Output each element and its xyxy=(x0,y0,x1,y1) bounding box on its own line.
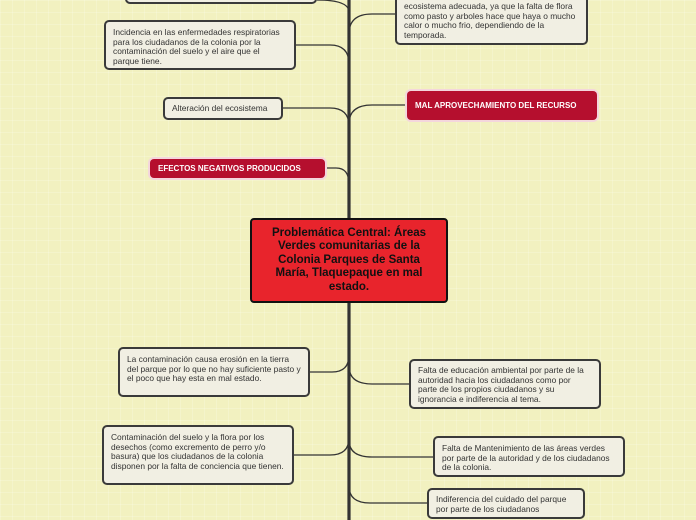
connector-efectos xyxy=(325,167,350,185)
alteracion-node[interactable]: Alteración del ecosistema xyxy=(163,97,283,120)
central-topic[interactable]: Problemática Central: Áreas Verdes comun… xyxy=(250,218,448,303)
incidencia-text: Incidencia en las enfermedades respirato… xyxy=(113,27,280,66)
educacion-text: Falta de educación ambiental por parte d… xyxy=(418,365,584,404)
mal-aprovechamiento-text: MAL APROVECHAMIENTO DEL RECURSO xyxy=(415,100,577,110)
erosion-text: La contaminación causa erosión en la tie… xyxy=(127,354,301,384)
alteracion-text: Alteración del ecosistema xyxy=(172,102,268,113)
mantenimiento-text: Falta de Mantenimiento de las áreas verd… xyxy=(442,443,610,473)
connector-mal-aprovechamiento xyxy=(348,104,407,125)
connector-educacion xyxy=(348,365,409,385)
connector-contaminacion xyxy=(294,437,350,456)
efectos-negativos-tag[interactable]: EFECTOS NEGATIVOS PRODUCIDOS xyxy=(150,159,325,178)
contaminacion-suelo-text: Contaminación del suelo y la flora por l… xyxy=(111,432,284,471)
connector-right-top xyxy=(348,13,395,35)
indiferencia-node[interactable]: Indiferencia del cuidado del parque por … xyxy=(427,488,585,519)
connector-alteracion xyxy=(283,107,350,127)
erosion-node[interactable]: La contaminación causa erosión en la tie… xyxy=(118,347,310,397)
connector-erosion xyxy=(310,354,350,373)
efectos-negativos-text: EFECTOS NEGATIVOS PRODUCIDOS xyxy=(158,163,301,173)
central-topic-text: Problemática Central: Áreas Verdes comun… xyxy=(271,226,427,293)
connector-indiferencia xyxy=(348,485,427,504)
contaminacion-suelo-node[interactable]: Contaminación del suelo y la flora por l… xyxy=(102,425,294,485)
mal-aprovechamiento-tag[interactable]: MAL APROVECHAMIENTO DEL RECURSO xyxy=(407,91,597,120)
incidencia-node[interactable]: Incidencia en las enfermedades respirato… xyxy=(104,20,296,70)
mantenimiento-node[interactable]: Falta de Mantenimiento de las áreas verd… xyxy=(433,436,625,477)
right-top-node-text: ecosistema adecuada, ya que la falta de … xyxy=(404,1,576,40)
indiferencia-text: Indiferencia del cuidado del parque por … xyxy=(436,494,567,514)
connector-incidencia xyxy=(296,44,350,65)
connector-mantenimiento xyxy=(348,439,433,458)
left-cut-node[interactable] xyxy=(125,0,317,4)
educacion-node[interactable]: Falta de educación ambiental por parte d… xyxy=(409,359,601,409)
connector-left-cut xyxy=(316,0,350,13)
right-top-node[interactable]: ecosistema adecuada, ya que la falta de … xyxy=(395,0,588,45)
